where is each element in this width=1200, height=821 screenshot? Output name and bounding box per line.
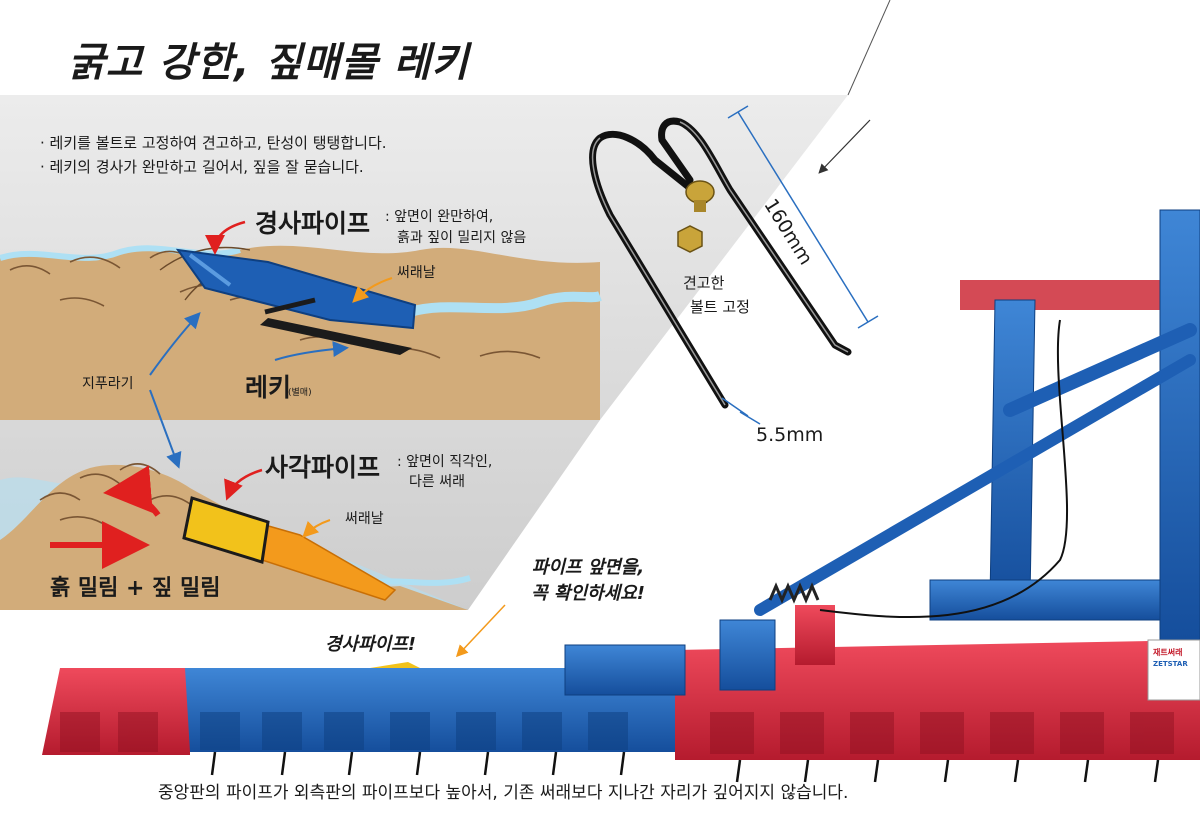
slanted-pipe-label: 경사파이프 xyxy=(255,209,371,238)
slanted-pipe-note-1: : 앞면이 완만하여, xyxy=(385,209,494,225)
straw-label: 지푸라기 xyxy=(82,376,134,392)
headline: 굵고 강한, 짚매몰 레키 xyxy=(68,40,470,86)
square-pipe-diagram xyxy=(182,496,270,564)
bolt-label-2: 볼트 고정 xyxy=(690,298,750,316)
bullet-2: · 레키의 경사가 완만하고 길어서, 짚을 잘 묻습니다. xyxy=(40,158,364,176)
brand-label-en: ZETSTAR xyxy=(1153,660,1188,668)
slanted-pipe-diagram xyxy=(175,248,417,330)
push-label: 흙 밀림 + 짚 밀림 xyxy=(50,576,221,601)
tine-sub-label: (별매) xyxy=(288,388,312,398)
top-blade-label: 써래날 xyxy=(397,265,436,281)
square-pipe-note-1: : 앞면이 직각인, xyxy=(397,454,493,470)
square-pipe-note-2: 다른 써래 xyxy=(409,474,465,490)
check-callout: 파이프 앞면을, 꼭 확인하세요! xyxy=(531,557,645,604)
bolt-icon xyxy=(677,180,715,253)
square-pipe-label: 사각파이프 xyxy=(265,453,381,482)
brand-label-ko: 재트써래 xyxy=(1153,648,1183,657)
tine-diagram xyxy=(260,318,412,355)
harrow-machine xyxy=(42,209,1200,783)
caption: 중앙판의 파이프가 외측판의 파이프보다 높아서, 기존 써래보다 지나간 자리… xyxy=(158,783,849,803)
bolt-label-1: 견고한 xyxy=(683,274,725,292)
pipe-callout: 경사파이프! xyxy=(325,634,417,655)
push-up-arrow xyxy=(103,465,161,517)
bullet-1: · 레키를 볼트로 고정하여 견고하고, 탄성이 탱탱합니다. xyxy=(40,134,387,152)
bottom-blade-label: 써래날 xyxy=(345,511,384,527)
slanted-pipe-note-2: 흙과 짚이 밀리지 않음 xyxy=(397,230,527,246)
tine-label: 레키 xyxy=(245,373,292,402)
thickness-dimension: 5.5mm xyxy=(756,424,824,446)
